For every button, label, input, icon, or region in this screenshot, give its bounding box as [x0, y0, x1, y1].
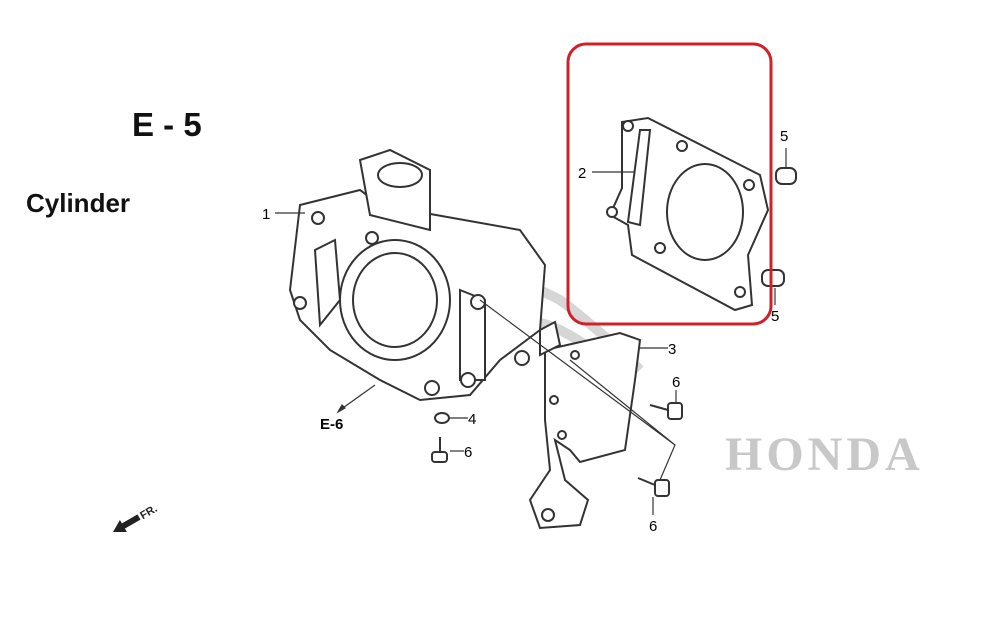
front-arrow-icon: FR.: [113, 503, 160, 533]
bracket-part[interactable]: [528, 320, 642, 530]
leader-lines: [275, 148, 787, 515]
callout-6[interactable]: 6: [649, 518, 657, 535]
section-code: E - 5: [132, 106, 202, 143]
highlight-box: [566, 42, 773, 326]
page-title: Cylinder: [26, 188, 131, 218]
gasket-part[interactable]: [606, 116, 770, 312]
callout-6[interactable]: 6: [464, 444, 472, 461]
dowel-pin-parts[interactable]: [761, 167, 797, 287]
front-label: FR.: [138, 503, 159, 522]
reference-e6[interactable]: E-6: [320, 416, 343, 433]
callout-5[interactable]: 5: [771, 308, 779, 325]
callout-4[interactable]: 4: [468, 411, 476, 428]
callout-6[interactable]: 6: [672, 374, 680, 391]
callout-3[interactable]: 3: [668, 341, 676, 358]
callout-1[interactable]: 1: [262, 206, 270, 223]
callout-2[interactable]: 2: [578, 165, 586, 182]
watermark-text: HONDA: [725, 428, 924, 481]
callout-5[interactable]: 5: [780, 128, 788, 145]
bolt-parts[interactable]: [431, 402, 683, 497]
cylinder-part[interactable]: [288, 148, 547, 402]
